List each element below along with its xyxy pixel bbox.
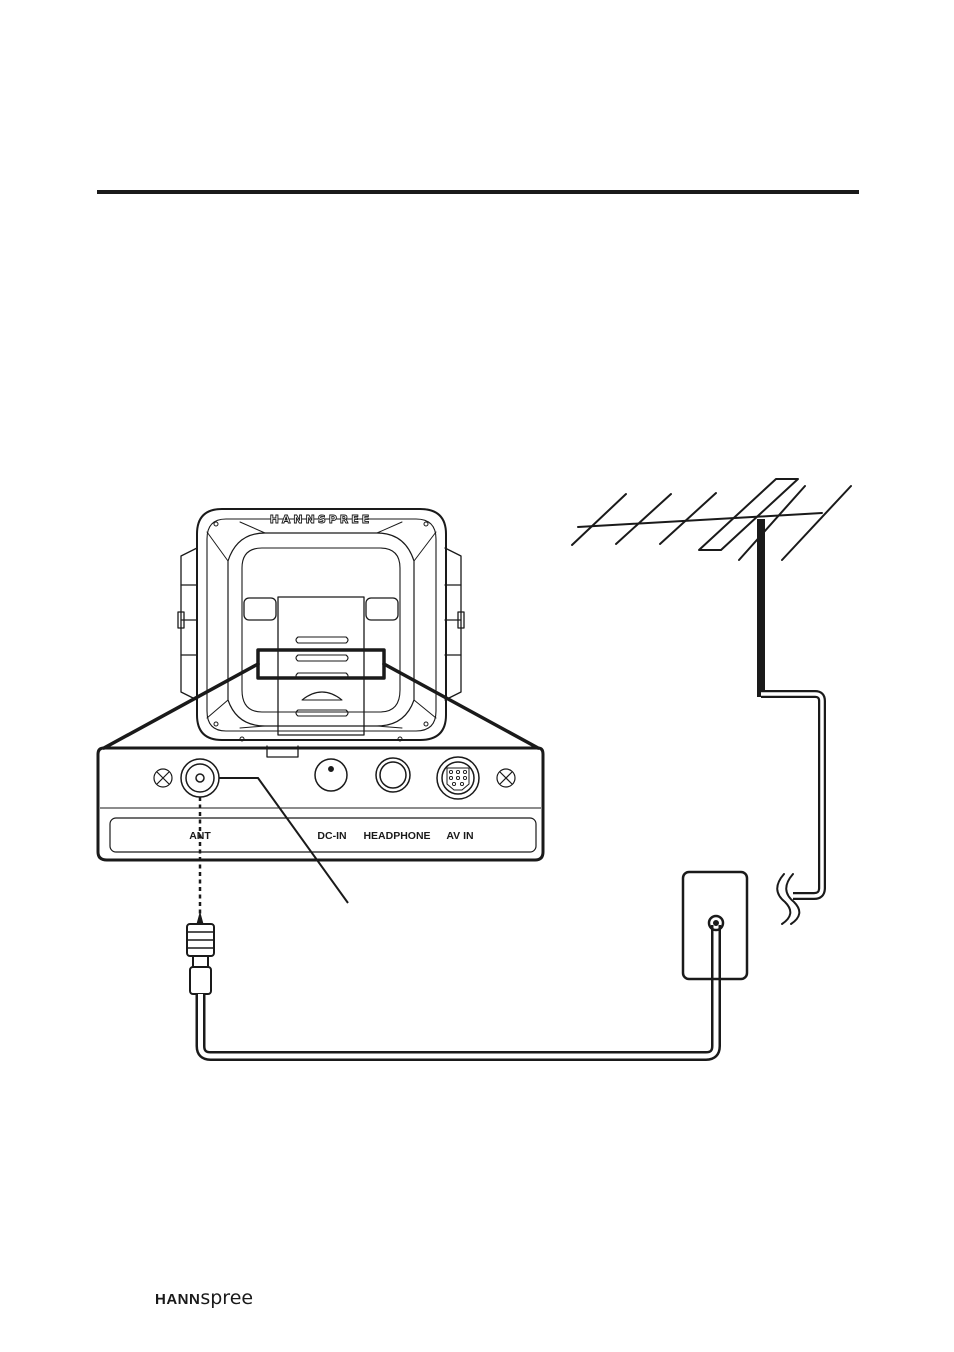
- tv-body-outline: [197, 509, 446, 740]
- panel-screw-left-icon: [154, 769, 172, 787]
- footer-brand-logo: HANNspree: [155, 1287, 253, 1310]
- av-in-label: AV IN: [446, 830, 473, 842]
- connector-panel: [98, 748, 543, 903]
- dc-in-label: DC-IN: [317, 830, 346, 842]
- ant-jack[interactable]: [181, 759, 219, 797]
- dc-in-jack[interactable]: [315, 759, 347, 791]
- roof-antenna: [572, 479, 851, 924]
- zoom-highlight-box: [258, 650, 384, 678]
- tv-back-cover: [228, 533, 414, 726]
- headphone-label: HEADPHONE: [363, 830, 430, 842]
- tv-left-grip: [178, 548, 197, 700]
- tv-back-recess: [242, 548, 400, 712]
- headphone-jack[interactable]: [376, 758, 410, 792]
- antenna-lead-in-cable: [761, 694, 822, 896]
- tv-handle-right: [366, 598, 398, 620]
- footer-brand-light: spree: [200, 1287, 253, 1309]
- tv-rear-view: [104, 509, 538, 757]
- tv-stand: [278, 597, 364, 735]
- coax-cable: [201, 925, 717, 1056]
- tv-brand-label: HANNSPREE: [270, 513, 373, 526]
- footer-brand-bold: HANN: [155, 1291, 200, 1308]
- panel-screw-right-icon: [497, 769, 515, 787]
- tv-handle-left: [244, 598, 276, 620]
- av-in-jack[interactable]: [437, 757, 479, 799]
- tv-body-inner: [207, 519, 436, 731]
- tv-right-grip: [445, 548, 464, 700]
